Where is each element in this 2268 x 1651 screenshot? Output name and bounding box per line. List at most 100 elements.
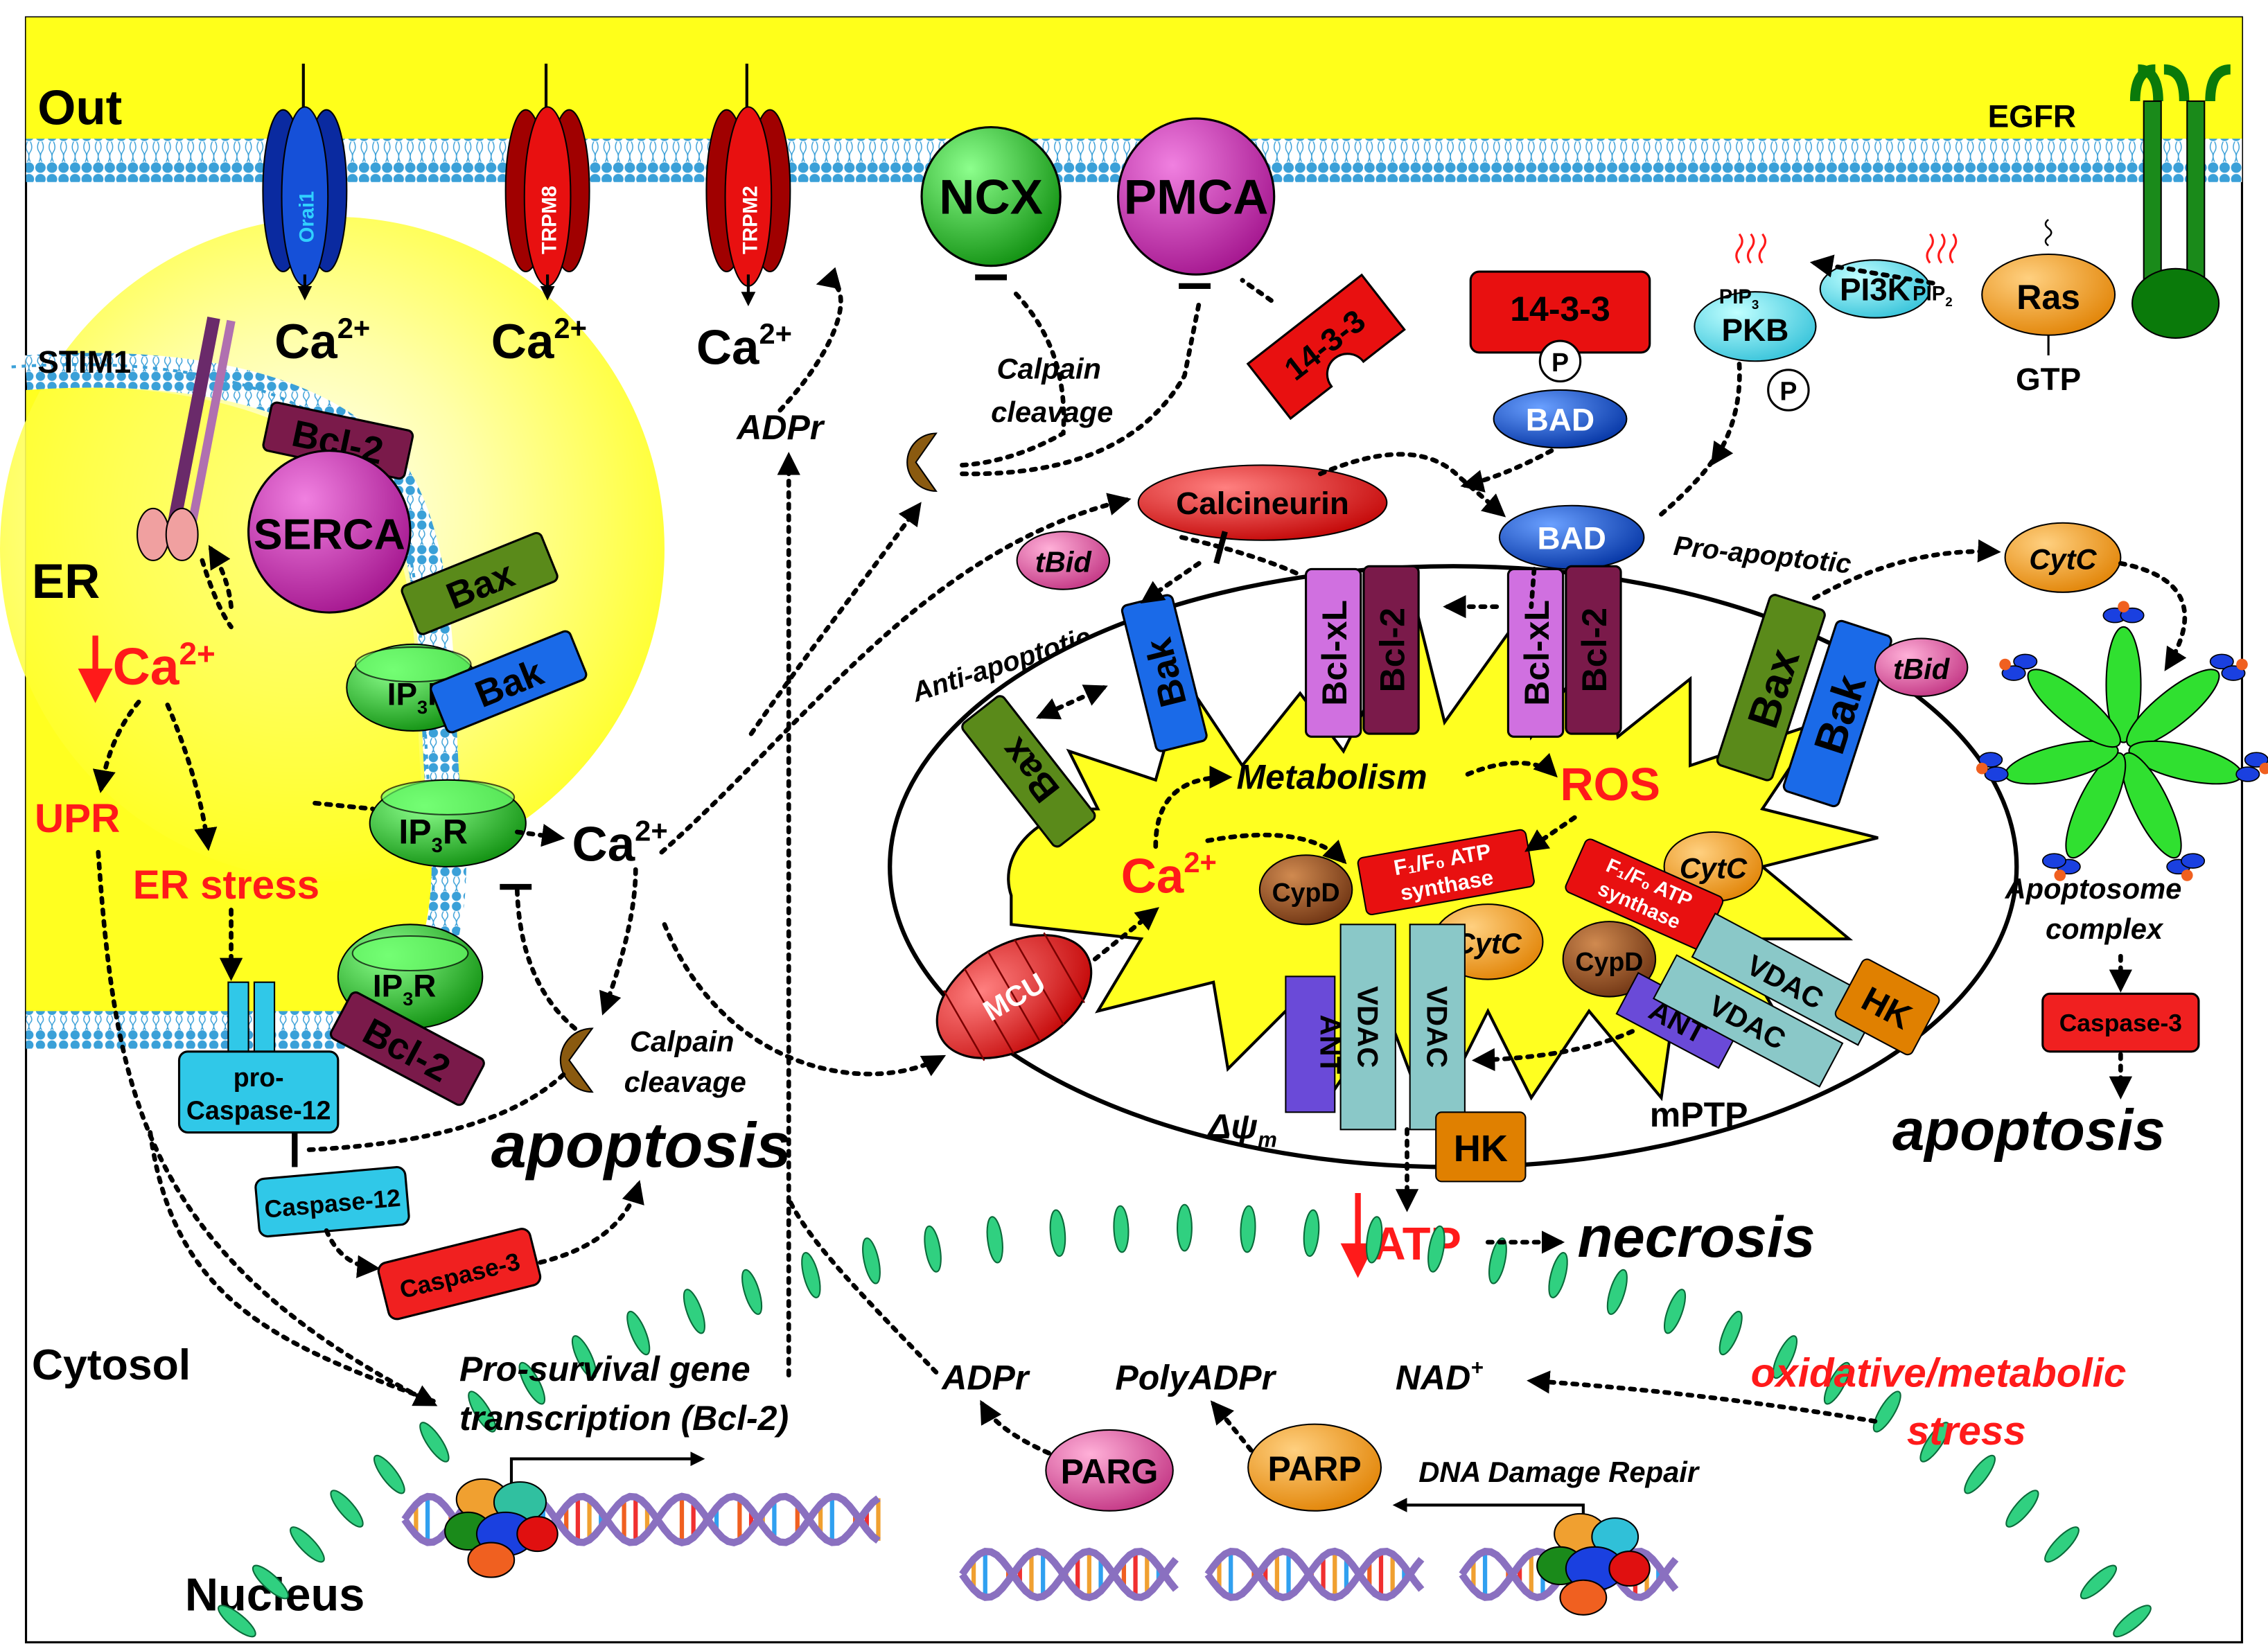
apoptosome-label-1: Apoptosome [2005, 872, 2182, 905]
envelope-segment [1964, 1454, 1996, 1494]
svg-text:PIP3: PIP3 [1719, 286, 1759, 312]
bad-mito: BAD [1498, 504, 1645, 570]
arrow-parp-polyadpr [1210, 1400, 1254, 1453]
pkb-complex: PKB PIP3 P [1694, 233, 1817, 412]
caspase3-er: Caspase-3 [377, 1228, 542, 1321]
ros-label: ROS [1560, 759, 1660, 811]
svg-text:CypD: CypD [1575, 947, 1643, 976]
envelope-segment [1488, 1237, 1507, 1284]
envelope-segment [290, 1526, 325, 1563]
svg-text:Ca2+: Ca2+ [491, 312, 587, 369]
envelope-segment [518, 1361, 546, 1405]
envelope-segment [1240, 1205, 1256, 1253]
ras: Ras GTP [1981, 218, 2116, 397]
arrow-pi3k-pkb [1809, 254, 1935, 286]
arrow-calpain-inhibit-ip3r [514, 887, 578, 1031]
envelope-segment [801, 1252, 821, 1298]
svg-text:PIP2: PIP2 [1913, 283, 1952, 309]
svg-text:IP3R: IP3R [398, 813, 468, 858]
svg-text:Δψm: Δψm [1206, 1107, 1277, 1152]
arrow-metabolism-ros [1465, 752, 1558, 778]
svg-text:Ca2+: Ca2+ [696, 317, 792, 375]
envelope-segment [924, 1225, 942, 1273]
apoptosome-label-2: complex [2046, 912, 2164, 945]
arrow-mptp-vdac [1471, 1029, 1635, 1072]
arrow-bak-bax [1035, 685, 1108, 720]
arrow-bad-bad [1460, 448, 1554, 493]
envelope-segment [1113, 1205, 1129, 1253]
arrow-upr-transcription [96, 849, 438, 1406]
ca-orai1: Ca2+ [274, 312, 370, 369]
trpm8-channel: TRPM8 [504, 63, 590, 301]
svg-text:VDAC: VDAC [1352, 986, 1384, 1068]
arrow-bax-cytc [1812, 539, 2001, 601]
arrow-anti-bak [1140, 560, 1202, 604]
svg-text:Bcl-xL: Bcl-xL [1518, 600, 1556, 706]
dna-backbone [1204, 1547, 1425, 1602]
parp-enzyme: PARP [1247, 1423, 1382, 1512]
envelope-segment [571, 1335, 597, 1379]
ca-trpm2: Ca2+ [696, 317, 792, 375]
svg-text:Ca2+: Ca2+ [572, 814, 668, 872]
ncx-pump: NCX [920, 125, 1062, 281]
parg-enzyme: PARG [1045, 1429, 1174, 1512]
envelope-segment [373, 1454, 405, 1494]
envelope-segment [1663, 1289, 1687, 1334]
caspase12: Caspase-12 [254, 1166, 410, 1238]
svg-text:Calpain: Calpain [996, 352, 1101, 385]
caspase3-apoptosome: Caspase-3 [2041, 992, 2200, 1053]
envelope-segment [683, 1289, 705, 1334]
ca-cytosol: Ca2+ [572, 814, 668, 872]
envelope-segment [1303, 1209, 1320, 1257]
dna-backbone [1204, 1547, 1425, 1602]
pi3k: PI3K PIP2 [1819, 233, 1958, 319]
ca-trpm8: Ca2+ [491, 312, 587, 369]
ca-mito: Ca2+ [1121, 846, 1217, 903]
mptp-label: mPTP [1650, 1095, 1748, 1134]
svg-text:CypD: CypD [1272, 878, 1340, 907]
ip3r-middle: IP3R [369, 779, 527, 867]
svg-text:NCX: NCX [939, 170, 1043, 225]
svg-text:Caspase-3: Caspase-3 [2059, 1009, 2182, 1037]
egfr-receptor: EGFR [1988, 64, 2231, 339]
pmca-pump: PMCA [1117, 117, 1276, 290]
svg-text:Calpain: Calpain [630, 1025, 735, 1058]
svg-text:Ras: Ras [2016, 278, 2080, 317]
arrow-parg-adpr [980, 1400, 1051, 1456]
pro-survival-label-1: Pro-survival gene [459, 1350, 750, 1388]
svg-text:Bcl-xL: Bcl-xL [1315, 600, 1354, 706]
delta-psi-label: Δψm [1206, 1107, 1277, 1152]
trpm8-label: TRPM8 [539, 186, 561, 254]
bak-mito-left: Bak [1120, 594, 1208, 752]
adpr-label-top: ADPr [735, 408, 825, 447]
envelope-segment [1823, 1361, 1851, 1405]
svg-text:PARG: PARG [1061, 1452, 1159, 1491]
arrow-nucleus-adpr-up [786, 1197, 939, 1375]
tbid-right: tBid [1874, 637, 1969, 697]
envelope-segment [2113, 1605, 2152, 1638]
envelope-segment [252, 1564, 290, 1600]
calpain-top: Calpain cleavage [906, 352, 1113, 492]
serca-pump: SERCA [247, 449, 412, 614]
nad-label: NAD+ [1396, 1356, 1484, 1397]
svg-text:P: P [1551, 348, 1569, 377]
necrosis-label: necrosis [1578, 1205, 1816, 1269]
pro-survival-label-2: transcription (Bcl-2) [459, 1399, 789, 1438]
svg-text:Bcl-2: Bcl-2 [1575, 608, 1614, 692]
mptp-left: CypD F₁/F₀ ATP synthase CytC ANT VDAC VD… [1258, 829, 1544, 1183]
dna-backbone [959, 1547, 1179, 1602]
inhibit-bar-bcl [1213, 531, 1228, 565]
envelope-segment [2005, 1490, 2039, 1528]
histone-cluster-left [444, 1478, 559, 1578]
svg-text:GTP: GTP [2016, 361, 2081, 397]
envelope-segment [468, 1390, 497, 1433]
upr-label: UPR [35, 796, 120, 841]
envelope-segment [862, 1237, 881, 1284]
envelope-segment [218, 1605, 256, 1638]
arrow-ca-calpain-er [599, 867, 638, 1016]
envelope-segment [986, 1216, 1003, 1264]
stress-label-2: stress [1907, 1409, 2026, 1454]
er-label: ER [32, 554, 100, 609]
bclxl-1: Bcl-xL Bcl-2 [1305, 565, 1420, 738]
